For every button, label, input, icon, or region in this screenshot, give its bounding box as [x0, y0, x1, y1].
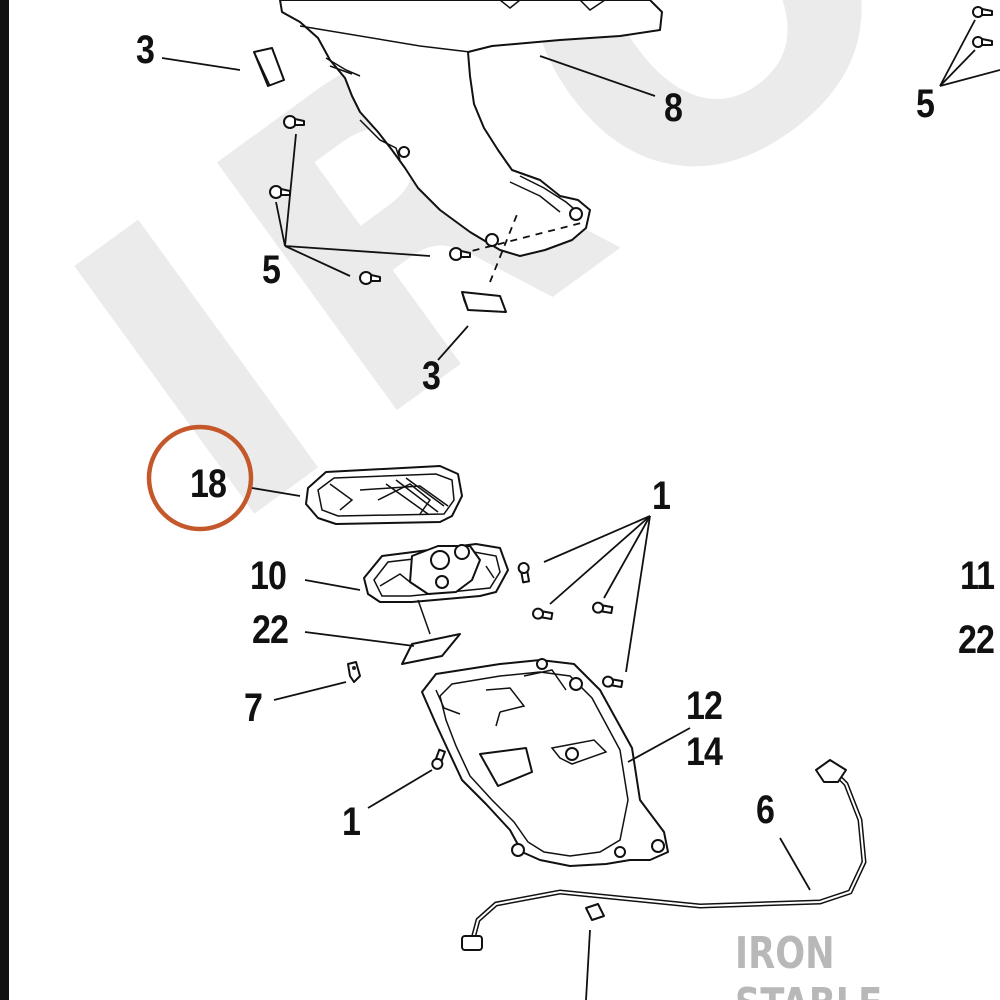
leader-12-14: [627, 727, 691, 763]
part-12-housing: [421, 658, 669, 867]
leader-10: [304, 579, 361, 591]
part-7-clip: [347, 661, 361, 683]
part-1-screws: [431, 562, 624, 770]
leaders-1: [367, 515, 651, 809]
part-8-bracket: [279, 0, 663, 257]
callout-11: 11: [960, 554, 995, 598]
callout-1-upper: 1: [652, 474, 671, 518]
callout-12: 12: [686, 684, 723, 728]
callout-6: 6: [756, 788, 775, 832]
part-18-cover: [305, 465, 463, 525]
callout-5-right: 5: [916, 82, 935, 126]
dash-line-2: [459, 221, 586, 255]
part-10-mechanism: [363, 543, 509, 635]
part-5-bolts-right: [939, 6, 1000, 87]
part-3-pad-upper: [253, 47, 285, 87]
part-6-wire: [461, 759, 867, 951]
callout-10: 10: [250, 554, 287, 598]
highlight-circle: [146, 424, 254, 532]
part-3-pad-lower: [461, 291, 507, 313]
left-border: [0, 0, 9, 1000]
callout-3-lower: 3: [422, 354, 441, 398]
leader-3-upper: [161, 57, 241, 71]
callout-7: 7: [244, 686, 263, 730]
leaders-5: [275, 133, 431, 277]
callout-1-lower: 1: [342, 800, 361, 844]
leader-22: [304, 631, 415, 647]
leader-6: [779, 837, 811, 891]
callout-3-upper: 3: [136, 28, 155, 72]
leader-8: [539, 55, 656, 97]
callout-5: 5: [262, 248, 281, 292]
part-5-bolts: [269, 115, 471, 285]
callout-22: 22: [252, 608, 289, 652]
leader-bottom: [585, 929, 591, 1000]
callout-22-right: 22: [958, 618, 995, 662]
part-22-plate: [401, 633, 461, 665]
leader-7: [273, 681, 347, 701]
callout-18: 18: [190, 462, 227, 506]
leader-3-lower: [437, 325, 469, 361]
callout-8: 8: [664, 86, 683, 130]
leader-18: [251, 487, 301, 497]
callout-14: 14: [686, 730, 723, 774]
brand-logo-text: IRON STABLE: [735, 928, 882, 1000]
